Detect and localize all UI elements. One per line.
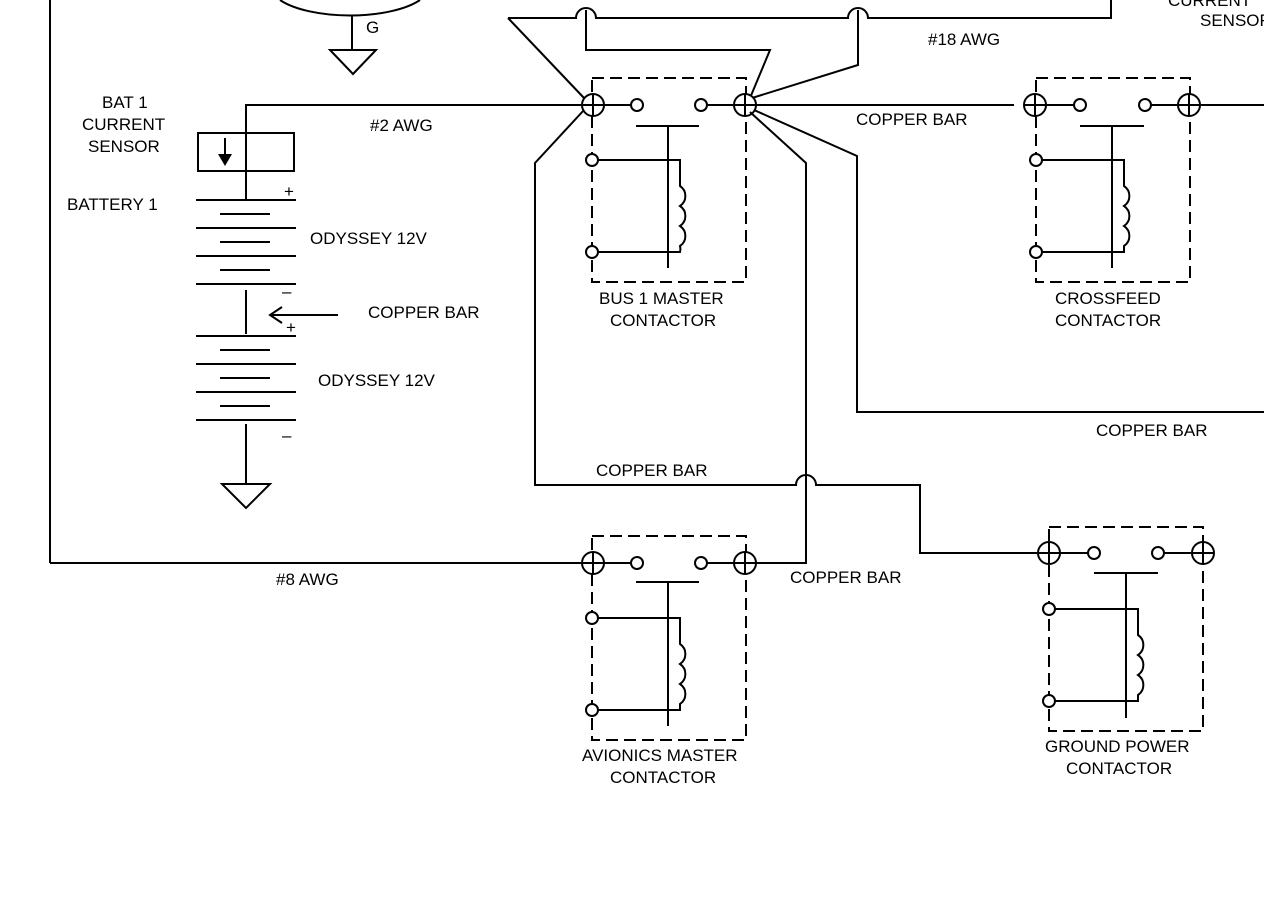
bus1-terminal-left xyxy=(581,93,605,117)
ground-power-contactor xyxy=(1042,526,1204,732)
crossfeed-contactor xyxy=(1029,77,1264,283)
top-left-device xyxy=(279,0,421,50)
crossfeed-label-line1: CROSSFEED xyxy=(1055,289,1161,308)
crossfeed-terminal-right xyxy=(1177,93,1201,117)
ground-g-label: G xyxy=(366,18,379,37)
avionics-master-contactor xyxy=(585,535,747,741)
ground-power-label-line1: GROUND POWER xyxy=(1045,737,1190,756)
battery-b-minus: – xyxy=(282,426,292,445)
crossfeed-terminal-left xyxy=(1023,93,1047,117)
avionics-terminal-right xyxy=(733,551,757,575)
bat1-label-line1: BAT 1 xyxy=(102,93,148,112)
ground-power-terminal-right xyxy=(1191,541,1215,565)
ground-power-terminal-left xyxy=(1037,541,1061,565)
bus1-copper-bar-wires xyxy=(534,104,1264,564)
bus1-master-contactor xyxy=(585,77,747,283)
crossfeed-label-line2: CONTACTOR xyxy=(1055,311,1161,330)
battery-a xyxy=(196,199,296,334)
left-bus-wire xyxy=(49,0,581,564)
current-sensor-top-line2: SENSOR xyxy=(1200,11,1264,30)
awg8-label: #8 AWG xyxy=(276,570,339,589)
bus1-terminal-right xyxy=(733,93,757,117)
awg18-label: #18 AWG xyxy=(928,30,1000,49)
awg18-wires xyxy=(507,0,1112,99)
bat1-current-sensor xyxy=(197,132,295,172)
copper-bar-battery-label: COPPER BAR xyxy=(368,303,479,322)
avionics-label-line1: AVIONICS MASTER xyxy=(582,746,738,765)
copper-bar-lower-label: COPPER BAR xyxy=(790,568,901,587)
battery-feed-wire xyxy=(245,104,581,200)
battery-b xyxy=(196,335,296,484)
odyssey-b-label: ODYSSEY 12V xyxy=(318,371,436,390)
avionics-terminal-left xyxy=(581,551,605,575)
bus1-label-line1: BUS 1 MASTER xyxy=(599,289,724,308)
ground-power-label-line2: CONTACTOR xyxy=(1066,759,1172,778)
copper-bar-arrow xyxy=(268,306,338,324)
copper-bar-top-label: COPPER BAR xyxy=(856,110,967,129)
current-sensor-top-line1: CURRENT xyxy=(1168,0,1251,10)
battery-a-plus: + xyxy=(284,182,294,201)
bat1-label-line3: SENSOR xyxy=(88,137,160,156)
avionics-label-line2: CONTACTOR xyxy=(610,768,716,787)
odyssey-a-label: ODYSSEY 12V xyxy=(310,229,428,248)
battery-a-minus: – xyxy=(282,282,292,301)
ground-symbol-battery xyxy=(219,483,273,510)
awg2-label: #2 AWG xyxy=(370,116,433,135)
battery-b-plus: + xyxy=(286,318,296,337)
battery1-label: BATTERY 1 xyxy=(67,195,158,214)
ground-symbol-top xyxy=(327,49,379,76)
copper-bar-right-label: COPPER BAR xyxy=(1096,421,1207,440)
bus1-label-line2: CONTACTOR xyxy=(610,311,716,330)
copper-bar-center-label: COPPER BAR xyxy=(596,461,707,480)
bat1-label-line2: CURRENT xyxy=(82,115,165,134)
